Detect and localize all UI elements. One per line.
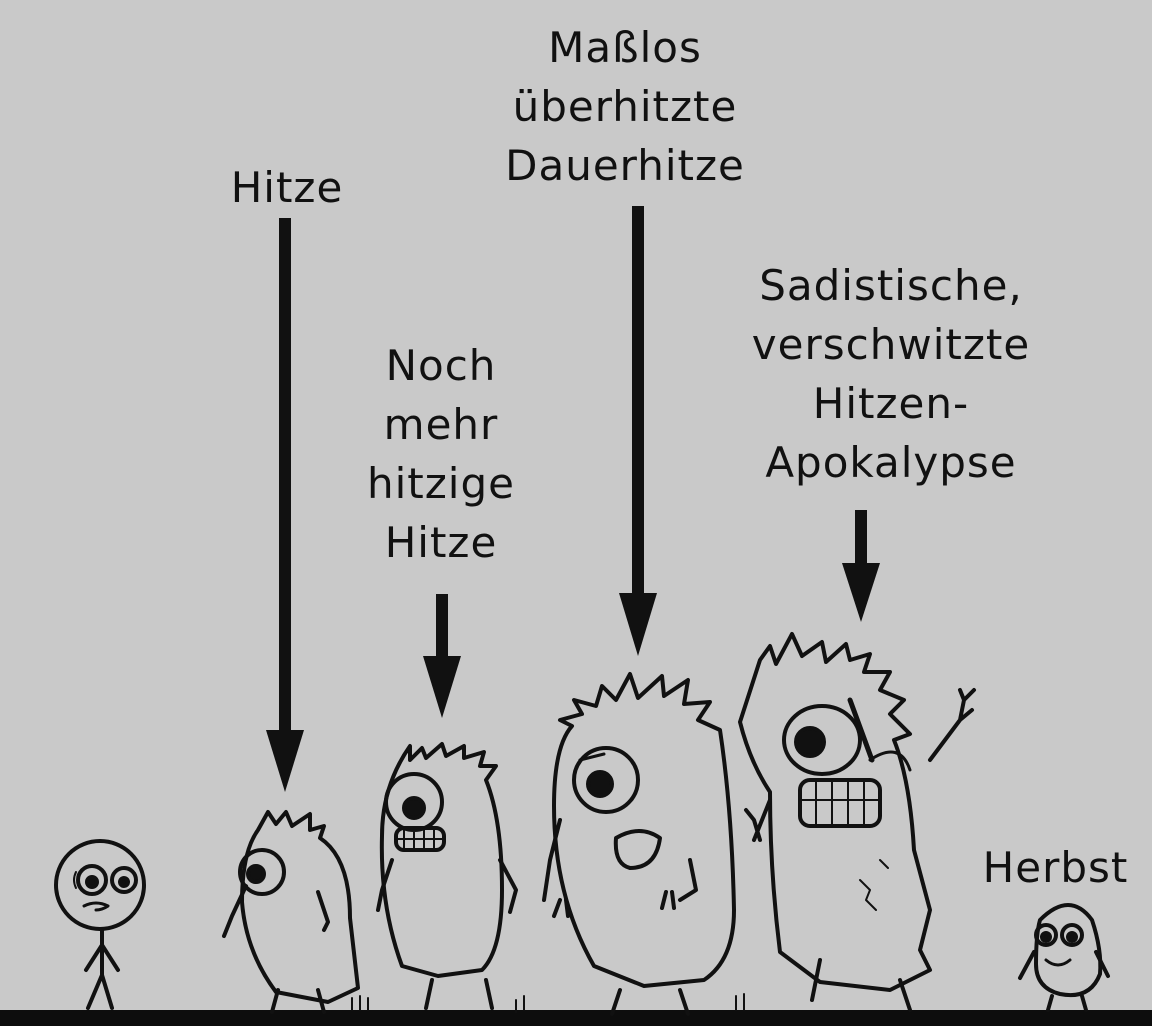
label-masslos-line-2: überhitzte — [512, 82, 738, 131]
label-masslos-line-1: Maßlos — [548, 23, 702, 72]
label-noch-mehr-line-1: Noch — [385, 341, 497, 390]
label-herbst-line-1: Herbst — [982, 843, 1129, 892]
label-herbst: Herbst — [968, 838, 1143, 897]
ground-line — [0, 1010, 1152, 1026]
label-sadistische-line-3: Hitzen- — [812, 379, 970, 428]
arrow-hitze — [266, 218, 304, 792]
label-hitze: Hitze — [222, 158, 352, 217]
arrow-noch-mehr — [423, 594, 461, 718]
label-sadistische-line-1: Sadistische, — [759, 261, 1023, 310]
label-noch-mehr-line-4: Hitze — [384, 518, 498, 567]
arrow-masslos — [619, 206, 657, 656]
monster-apokalypse — [738, 632, 976, 1012]
label-sadistische-line-4: Apokalypse — [765, 438, 1017, 487]
label-noch-mehr-line-3: hitzige — [367, 459, 515, 508]
arrow-sadistische — [842, 510, 880, 622]
label-noch-mehr: Noch mehr hitzige Hitze — [346, 336, 536, 572]
label-masslos: Maßlos überhitzte Dauerhitze — [470, 18, 780, 195]
monster-hitze — [222, 810, 369, 1014]
monster-herbst — [1018, 903, 1110, 1012]
label-masslos-line-3: Dauerhitze — [505, 141, 745, 190]
label-noch-mehr-line-2: mehr — [383, 400, 499, 449]
monster-noch-mehr — [376, 742, 525, 1013]
label-sadistische: Sadistische, verschwitzte Hitzen- Apokal… — [716, 256, 1066, 492]
stick-figure — [54, 839, 146, 1010]
monster-masslos — [542, 672, 745, 1016]
label-sadistische-line-2: verschwitzte — [751, 320, 1031, 369]
label-hitze-line-1: Hitze — [230, 163, 344, 212]
